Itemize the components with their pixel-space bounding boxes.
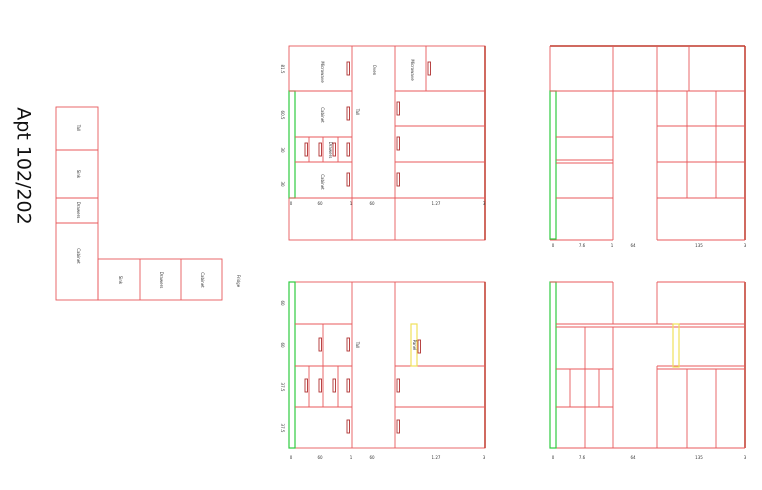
dim-label: 60 xyxy=(317,455,323,460)
dim-label: 7.6 xyxy=(579,243,586,248)
dim-label: 0 xyxy=(552,455,555,460)
dim-label: 1.27 xyxy=(432,455,441,460)
dim-label: 0 xyxy=(552,243,555,248)
elevation-top-right: 0 7.6 1 64 135 3 xyxy=(549,45,747,248)
row-label: 30 xyxy=(280,147,285,153)
tall-panel-marker xyxy=(288,281,296,449)
row-label: 30 xyxy=(280,181,285,187)
dim-label: 3 xyxy=(483,201,486,206)
dim-label: 135 xyxy=(695,455,703,460)
plan-label-h-sink: Sink xyxy=(118,276,123,285)
cell-label: Tall xyxy=(355,341,360,348)
dim-label: 7.6 xyxy=(579,455,586,460)
cell-label: Drawers xyxy=(328,142,333,159)
floor-plan: Tall Sink Drawers Cabinet Sink Drawers C… xyxy=(55,106,241,301)
dim-label: 1 xyxy=(350,201,353,206)
dim-label: 1.27 xyxy=(432,201,441,206)
cell-label: Oven xyxy=(372,65,377,76)
elevation-bottom-left: 60 60 37.5 37.5 Tall Panel 0 60 1 60 1.2… xyxy=(280,281,486,460)
dim-label: 1 xyxy=(350,455,353,460)
cell-label: Microwave xyxy=(410,59,415,81)
dim-label: 60 xyxy=(369,455,375,460)
cell-label: Panel xyxy=(412,340,417,351)
cell-label: Cabinet xyxy=(320,174,325,190)
plan-label-sink: Sink xyxy=(76,170,81,179)
dim-label: 3 xyxy=(744,455,747,460)
plan-label-h-cabinet: Cabinet xyxy=(200,272,205,288)
dim-label: 3 xyxy=(744,243,747,248)
elevation-top-left: 81.5 60.5 30 30 Microwave Oven Microwave… xyxy=(280,45,486,241)
row-label: 60 xyxy=(280,300,285,306)
tall-panel-marker xyxy=(549,90,557,240)
dim-label: 0 xyxy=(290,455,293,460)
tall-panel-marker xyxy=(288,90,296,199)
dim-label: 60 xyxy=(317,201,323,206)
plan-label-cabinet: Cabinet xyxy=(76,248,81,264)
row-label: 81.5 xyxy=(280,65,285,74)
plan-vertical-run xyxy=(55,106,99,301)
plan-label-h-drawers: Drawers xyxy=(159,272,164,289)
plan-label-fridge: Fridge xyxy=(236,275,241,288)
cell-label: Microwave xyxy=(320,61,325,83)
dim-label: 64 xyxy=(630,455,636,460)
filler-panel-marker xyxy=(410,323,418,367)
dim-label: 3 xyxy=(483,455,486,460)
dim-label: 64 xyxy=(630,243,636,248)
row-label: 37.5 xyxy=(280,424,285,433)
row-label: 37.5 xyxy=(280,383,285,392)
dim-label: 0 xyxy=(290,201,293,206)
plan-horizontal-run xyxy=(97,258,223,301)
plan-label-tall: Tall xyxy=(76,124,81,131)
cell-label: Cabinet xyxy=(320,107,325,123)
dim-label: 60 xyxy=(369,201,375,206)
row-label: 60 xyxy=(280,342,285,348)
filler-panel-marker xyxy=(672,323,680,368)
dim-label: 1 xyxy=(611,243,614,248)
row-label: 60.5 xyxy=(280,111,285,120)
cell-label: Tall xyxy=(355,108,360,115)
elevation-bottom-right: 0 7.6 64 135 3 xyxy=(549,281,747,460)
dim-label: 135 xyxy=(695,243,703,248)
tall-panel-marker xyxy=(549,281,557,449)
plan-label-drawers: Drawers xyxy=(76,202,81,219)
